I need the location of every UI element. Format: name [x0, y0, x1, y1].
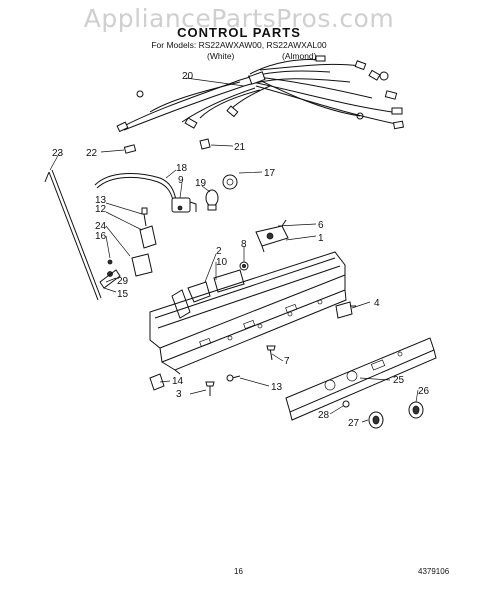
callout-13: 13	[95, 195, 107, 206]
document-number: 4379106	[418, 567, 450, 576]
callout-12: 12	[95, 204, 107, 215]
callout-29: 29	[117, 276, 129, 287]
models-line: For Models: RS22AWXAW00, RS22AWXAL00	[151, 40, 327, 50]
callout-28: 28	[318, 410, 330, 421]
callout-20: 20	[182, 71, 194, 82]
callout-9: 9	[178, 175, 184, 186]
finish-almond: (Almond)	[282, 51, 317, 61]
page-number: 16	[234, 567, 243, 576]
callout-17: 17	[264, 168, 276, 179]
knob-27	[368, 411, 384, 429]
page-title: CONTROL PARTS	[177, 25, 301, 40]
callout-2: 2	[216, 246, 222, 257]
callout-25: 25	[393, 375, 405, 386]
callout-18: 18	[176, 163, 188, 174]
callout-21: 21	[234, 142, 246, 153]
cold-control-6	[255, 219, 289, 253]
callout-16: 16	[95, 231, 107, 242]
callout-1: 1	[318, 233, 324, 244]
screw-7	[266, 345, 276, 361]
control-panel-25	[285, 337, 437, 421]
callout-22: 22	[86, 148, 98, 159]
capillary-tube	[94, 173, 177, 201]
watermark: AppliancePartsPros.com	[83, 4, 395, 33]
callout-10: 10	[216, 257, 228, 268]
callout-6: 6	[318, 220, 324, 231]
leader-lines	[49, 77, 419, 423]
callout-4: 4	[374, 298, 380, 309]
damper-control-9	[171, 197, 197, 213]
callout-15: 15	[117, 289, 129, 300]
light-socket-17	[222, 174, 238, 190]
callout-7: 7	[284, 356, 290, 367]
rod-23	[44, 169, 102, 301]
connector-22	[123, 144, 137, 154]
wire-harness	[116, 55, 405, 133]
callout-14: 14	[172, 376, 184, 387]
callout-13-lower: 13	[271, 382, 283, 393]
knob-26	[408, 401, 424, 419]
callout-27: 27	[348, 418, 360, 429]
screw-13-lower	[226, 374, 241, 382]
clip-14	[149, 373, 165, 391]
bracket-assembly	[99, 207, 157, 289]
screw-3	[205, 381, 215, 396]
finish-white: (White)	[207, 51, 235, 61]
callout-26: 26	[418, 386, 430, 397]
callout-labels: 20 22 21 23 18 9 19 17 13 12 6 1 24 16 8…	[52, 71, 430, 429]
connector-21	[199, 138, 211, 150]
callout-19: 19	[195, 178, 207, 189]
knob-8	[239, 261, 249, 271]
callout-8: 8	[241, 239, 247, 250]
callout-23: 23	[52, 148, 64, 159]
switch-4	[335, 301, 356, 319]
control-housing	[149, 251, 347, 375]
callout-3: 3	[176, 389, 182, 400]
washer-28	[342, 400, 350, 408]
callout-24: 24	[95, 221, 107, 232]
light-bulb-19	[205, 189, 219, 211]
